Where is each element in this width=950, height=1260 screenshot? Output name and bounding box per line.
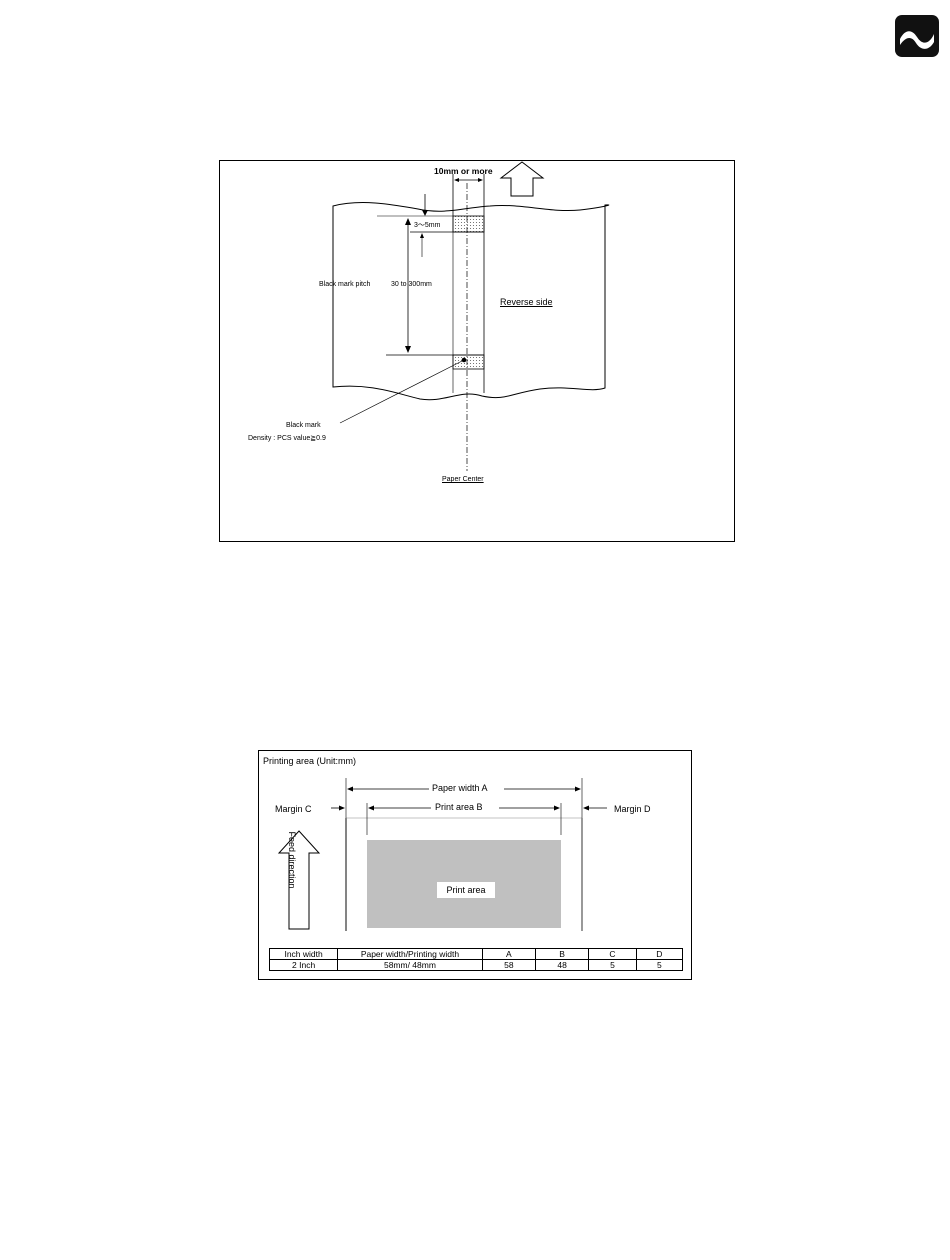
- feed-direction-label: Feed direction: [286, 829, 298, 891]
- top-dimension-label: 10mm or more: [434, 166, 493, 176]
- density-label: Density : PCS value≧0.9: [248, 434, 326, 443]
- table-header-cell: B: [535, 949, 588, 960]
- print-area-label: Print area: [437, 882, 495, 898]
- table-cell: 2 Inch: [270, 960, 338, 971]
- black-mark-label: Black mark: [286, 421, 321, 430]
- mark-length-label: 3～5mm: [414, 221, 440, 230]
- printing-area-diagram: Printing area (Unit:mm) Paper width A Pr…: [258, 750, 692, 980]
- paper-spec-table: Inch width Paper width/Printing width A …: [269, 948, 683, 971]
- table-cell: 58: [482, 960, 535, 971]
- table-cell: 48: [535, 960, 588, 971]
- paper-center-label: Paper Center: [442, 475, 484, 484]
- table-cell: 5: [589, 960, 636, 971]
- table-cell: 58mm/ 48mm: [338, 960, 482, 971]
- reverse-side-label: Reverse side: [500, 297, 553, 308]
- wave-logo-icon: [895, 15, 939, 57]
- table-header-cell: Paper width/Printing width: [338, 949, 482, 960]
- pitch-label: Black mark pitch: [319, 280, 370, 289]
- table-header-row: Inch width Paper width/Printing width A …: [270, 949, 683, 960]
- table-header-cell: C: [589, 949, 636, 960]
- black-mark-diagram: 10mm or more 3～5mm Black mark pitch 30 t…: [219, 160, 735, 542]
- table-header-cell: A: [482, 949, 535, 960]
- table-header-cell: D: [636, 949, 682, 960]
- paper-width-label: Paper width A: [432, 783, 488, 794]
- pitch-value-label: 30 to 300mm: [391, 280, 432, 289]
- margin-c-label: Margin C: [275, 804, 312, 815]
- table-cell: 5: [636, 960, 682, 971]
- table-header-cell: Inch width: [270, 949, 338, 960]
- print-area-b-label: Print area B: [435, 802, 483, 813]
- margin-d-label: Margin D: [614, 804, 651, 815]
- table-row: 2 Inch 58mm/ 48mm 58 48 5 5: [270, 960, 683, 971]
- black-mark-drawing: [220, 161, 734, 541]
- printing-area-caption: Printing area (Unit:mm): [263, 756, 356, 767]
